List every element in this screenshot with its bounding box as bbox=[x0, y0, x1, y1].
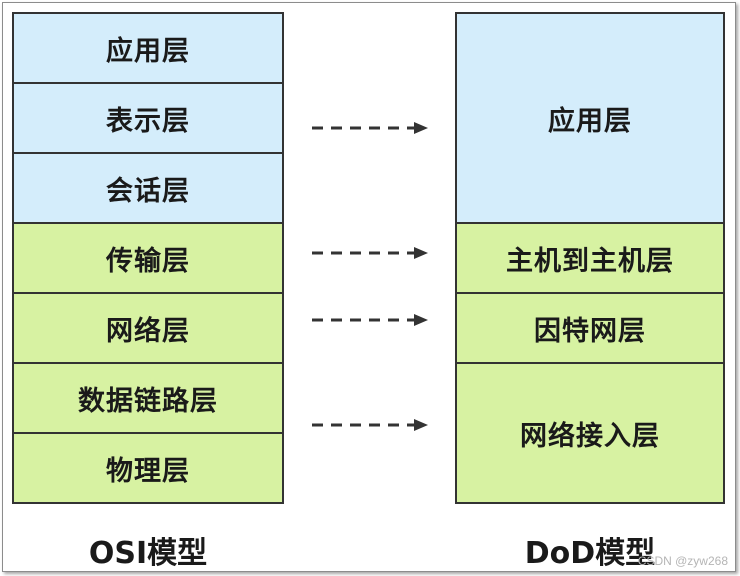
osi-presentation-layer: 表示层 bbox=[12, 82, 284, 154]
dod-host-to-host-layer: 主机到主机层 bbox=[455, 222, 725, 294]
dod-network-access-layer: 网络接入层 bbox=[455, 362, 725, 504]
osi-physical-layer: 物理层 bbox=[12, 432, 284, 504]
osi-model-caption: OSI模型 bbox=[88, 536, 208, 571]
watermark: CSDN @zyw268 bbox=[637, 554, 728, 568]
dod-model-caption: DoD模型 bbox=[524, 536, 656, 571]
osi-network-layer: 网络层 bbox=[12, 292, 284, 364]
dod-application-layer: 应用层 bbox=[455, 12, 725, 224]
dod-internet-layer: 因特网层 bbox=[455, 292, 725, 364]
osi-application-layer: 应用层 bbox=[12, 12, 284, 84]
